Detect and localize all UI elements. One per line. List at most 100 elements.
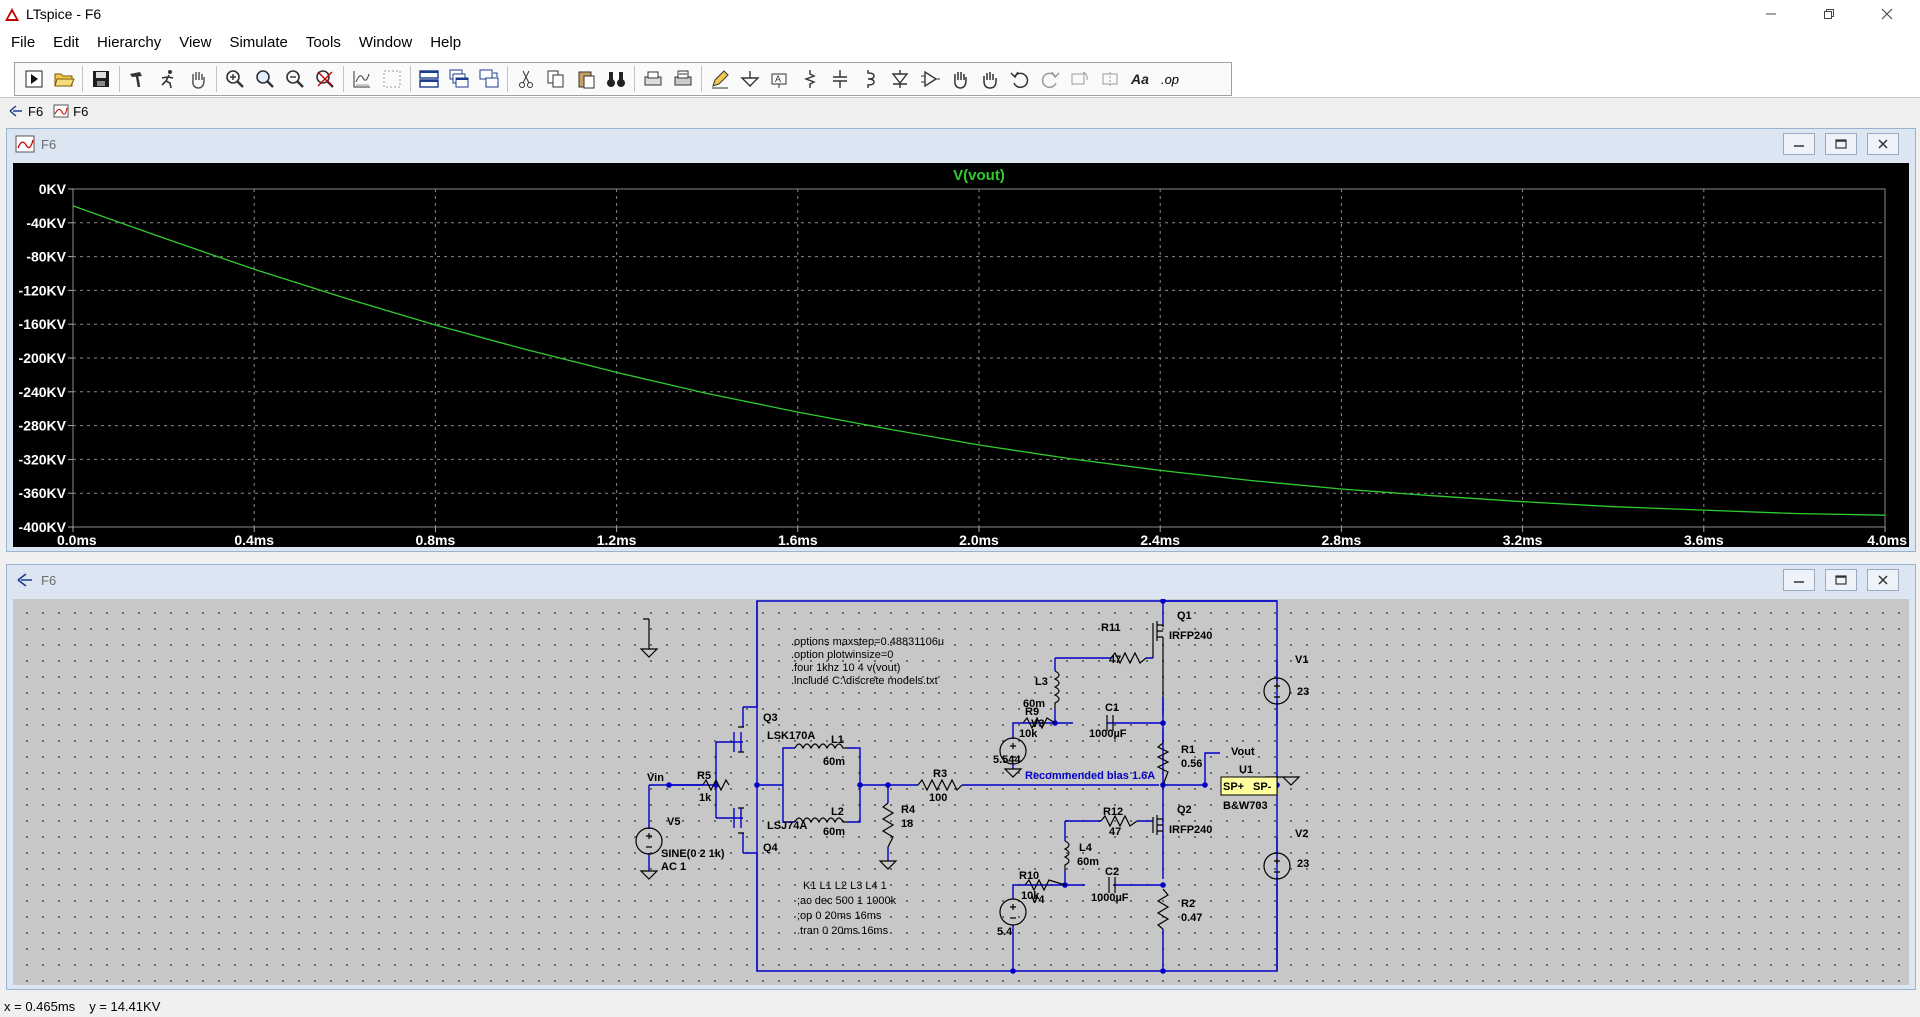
redo-button[interactable] (1036, 65, 1064, 93)
undo-button[interactable] (1006, 65, 1034, 93)
mirror-button[interactable] (1096, 65, 1124, 93)
tab-waveform[interactable]: F6 (53, 104, 88, 119)
part-r3-ref: R3 (933, 768, 947, 780)
y-tick-label: -280KV (19, 418, 67, 434)
label-net-button[interactable]: A (766, 65, 794, 93)
menu-view[interactable]: View (179, 34, 212, 51)
part-r2-value: 0.47 (1181, 912, 1202, 924)
trace-name-label[interactable]: V(vout) (953, 167, 1005, 184)
spice-directives-2[interactable]: K1 L1 L2 L3 L4 1 ;ac dec 500 1 1000k ;op… (797, 880, 897, 937)
resistor-r2-symbol (1156, 888, 1170, 930)
schematic-minimize-button[interactable] (1783, 569, 1815, 591)
schematic-close-button[interactable] (1867, 569, 1899, 591)
waveform-close-button[interactable] (1867, 133, 1899, 155)
tab-schematic[interactable]: F6 (8, 104, 43, 119)
source-v2-symbol (1263, 852, 1291, 880)
menu-tools[interactable]: Tools (305, 34, 341, 51)
close-button[interactable] (1858, 0, 1916, 28)
zoom-out-button[interactable] (281, 65, 309, 93)
control-panel-button[interactable] (124, 65, 152, 93)
print-setup-button[interactable] (639, 65, 667, 93)
schematic-canvas[interactable]: Q1 IRFP240 Q2 IRFP240 Q3 LSK170A LSJ74A … (13, 599, 1909, 985)
find-button[interactable] (602, 65, 630, 93)
toolbar: A Aa .op (0, 58, 1920, 98)
schematic-window-titlebar[interactable]: F6 (7, 565, 1915, 595)
part-r1-value: 0.56 (1181, 758, 1202, 770)
move-button[interactable] (946, 65, 974, 93)
run-button[interactable] (20, 65, 48, 93)
open-button[interactable] (50, 65, 78, 93)
resistor-r10-symbol (1024, 878, 1066, 892)
waveform-minimize-button[interactable] (1783, 133, 1815, 155)
directive-line[interactable]: .four 1khz 10 4 v(vout) (791, 662, 900, 674)
minimize-button[interactable] (1742, 0, 1800, 28)
directive-line[interactable]: ;ac dec 500 1 1000k (797, 895, 897, 907)
directive-line[interactable]: .option plotwinsize=0 (791, 649, 893, 661)
menu-window[interactable]: Window (358, 34, 413, 51)
tile-horizontal-button[interactable] (415, 65, 443, 93)
net-label-vout[interactable]: Vout (1231, 746, 1255, 758)
save-button[interactable] (87, 65, 115, 93)
menu-hierarchy[interactable]: Hierarchy (97, 34, 162, 51)
spice-directive-button[interactable]: .op (1156, 65, 1184, 93)
x-tick-label: 4.0ms (1867, 532, 1907, 547)
resistor-button[interactable] (796, 65, 824, 93)
part-r4-ref: R4 (901, 804, 916, 816)
grid-button[interactable] (378, 65, 406, 93)
tile-vertical-button[interactable] (475, 65, 503, 93)
net-label-vin[interactable]: Vin (647, 772, 664, 784)
jfet-q3-symbol (738, 726, 744, 753)
copy-button[interactable] (542, 65, 570, 93)
directive-line[interactable]: .include C:\discrete models.txt (791, 675, 938, 687)
schematic-drawing[interactable]: Q1 IRFP240 Q2 IRFP240 Q3 LSK170A LSJ74A … (13, 599, 1909, 985)
copy-icon (547, 70, 564, 88)
draw-wire-button[interactable] (706, 65, 734, 93)
part-r3-value: 100 (929, 792, 947, 804)
y-tick-label: -400KV (19, 519, 67, 535)
capacitor-c1-symbol (1106, 715, 1114, 731)
bias-note[interactable]: Recommended bias 1.6A (1025, 770, 1155, 782)
cut-button[interactable] (512, 65, 540, 93)
diode-button[interactable] (886, 65, 914, 93)
restore-button[interactable] (1800, 0, 1858, 28)
component-button[interactable] (916, 65, 944, 93)
directive-line[interactable]: .tran 0 20ms 16ms (797, 925, 889, 937)
pan-button[interactable] (184, 65, 212, 93)
menu-edit[interactable]: Edit (53, 34, 80, 51)
menu-help[interactable]: Help (430, 34, 462, 51)
drag-button[interactable] (976, 65, 1004, 93)
spice-directives[interactable]: .options maxstep=0.48831106u .option plo… (791, 636, 944, 687)
cursor-y-readout: y = 14.41KV (89, 999, 161, 1014)
halt-button[interactable] (154, 65, 182, 93)
directive-line[interactable]: ;op 0 20ms 16ms (797, 910, 882, 922)
autorange-button[interactable] (348, 65, 376, 93)
zoom-in-button[interactable] (221, 65, 249, 93)
zoom-cancel-button[interactable] (311, 65, 339, 93)
directive-line[interactable]: .options maxstep=0.48831106u (791, 636, 944, 648)
paste-button[interactable] (572, 65, 600, 93)
toolbar-separator (216, 66, 217, 92)
trace-v-vout[interactable] (72, 205, 1886, 516)
waveform-window-titlebar[interactable]: F6 (7, 129, 1915, 159)
rotate-button[interactable] (1066, 65, 1094, 93)
part-r10-ref: R10 (1019, 870, 1039, 882)
pencil-icon (712, 70, 729, 89)
menu-simulate[interactable]: Simulate (229, 34, 288, 51)
part-l2-ref: L2 (831, 806, 844, 818)
menu-file[interactable]: File (11, 34, 36, 51)
waveform-maximize-button[interactable] (1825, 133, 1857, 155)
directive-line[interactable]: K1 L1 L2 L3 L4 1 (803, 880, 887, 892)
zoom-full-button[interactable] (251, 65, 279, 93)
schematic-maximize-button[interactable] (1825, 569, 1857, 591)
text-button[interactable]: Aa (1126, 65, 1154, 93)
part-r4-value: 18 (901, 818, 913, 830)
x-tick-label: 2.0ms (959, 532, 999, 547)
ground-button[interactable] (736, 65, 764, 93)
print-button[interactable] (669, 65, 697, 93)
resistor-r12-symbol (1100, 814, 1138, 828)
inductor-button[interactable] (856, 65, 884, 93)
cascade-button[interactable] (445, 65, 473, 93)
capacitor-button[interactable] (826, 65, 854, 93)
